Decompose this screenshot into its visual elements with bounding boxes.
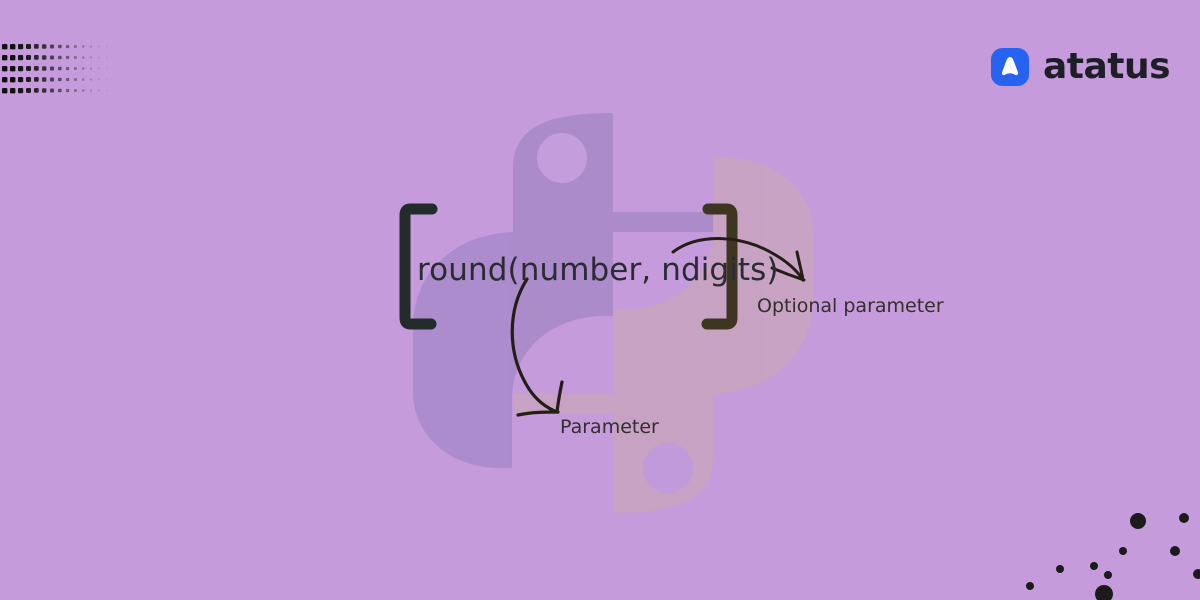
label-optional-parameter: Optional parameter: [757, 295, 944, 317]
left-square-bracket: [399, 203, 438, 330]
scatter-dot: [1193, 569, 1200, 579]
arrow-to-parameter: [510, 277, 564, 417]
scatter-dot: [1026, 582, 1034, 590]
scatter-dot: [1130, 513, 1146, 529]
scatter-dot: [1095, 585, 1113, 600]
brand-wordmark: atatus: [1042, 46, 1171, 87]
right-square-bracket: [701, 203, 738, 330]
scatter-dot: [1090, 562, 1098, 570]
scatter-dot: [1056, 565, 1064, 573]
brand-logo[interactable]: atatus: [990, 46, 1171, 87]
function-signature: round(number, ndigits): [417, 252, 779, 288]
scatter-dot: [1119, 547, 1127, 555]
scatter-dot: [1179, 513, 1189, 523]
atatus-arrow-logo-icon: [990, 48, 1029, 86]
label-parameter: Parameter: [560, 416, 659, 438]
scatter-dot: [1170, 546, 1180, 556]
scatter-dot: [1104, 571, 1112, 579]
arrow-to-optional-parameter: [671, 237, 806, 282]
